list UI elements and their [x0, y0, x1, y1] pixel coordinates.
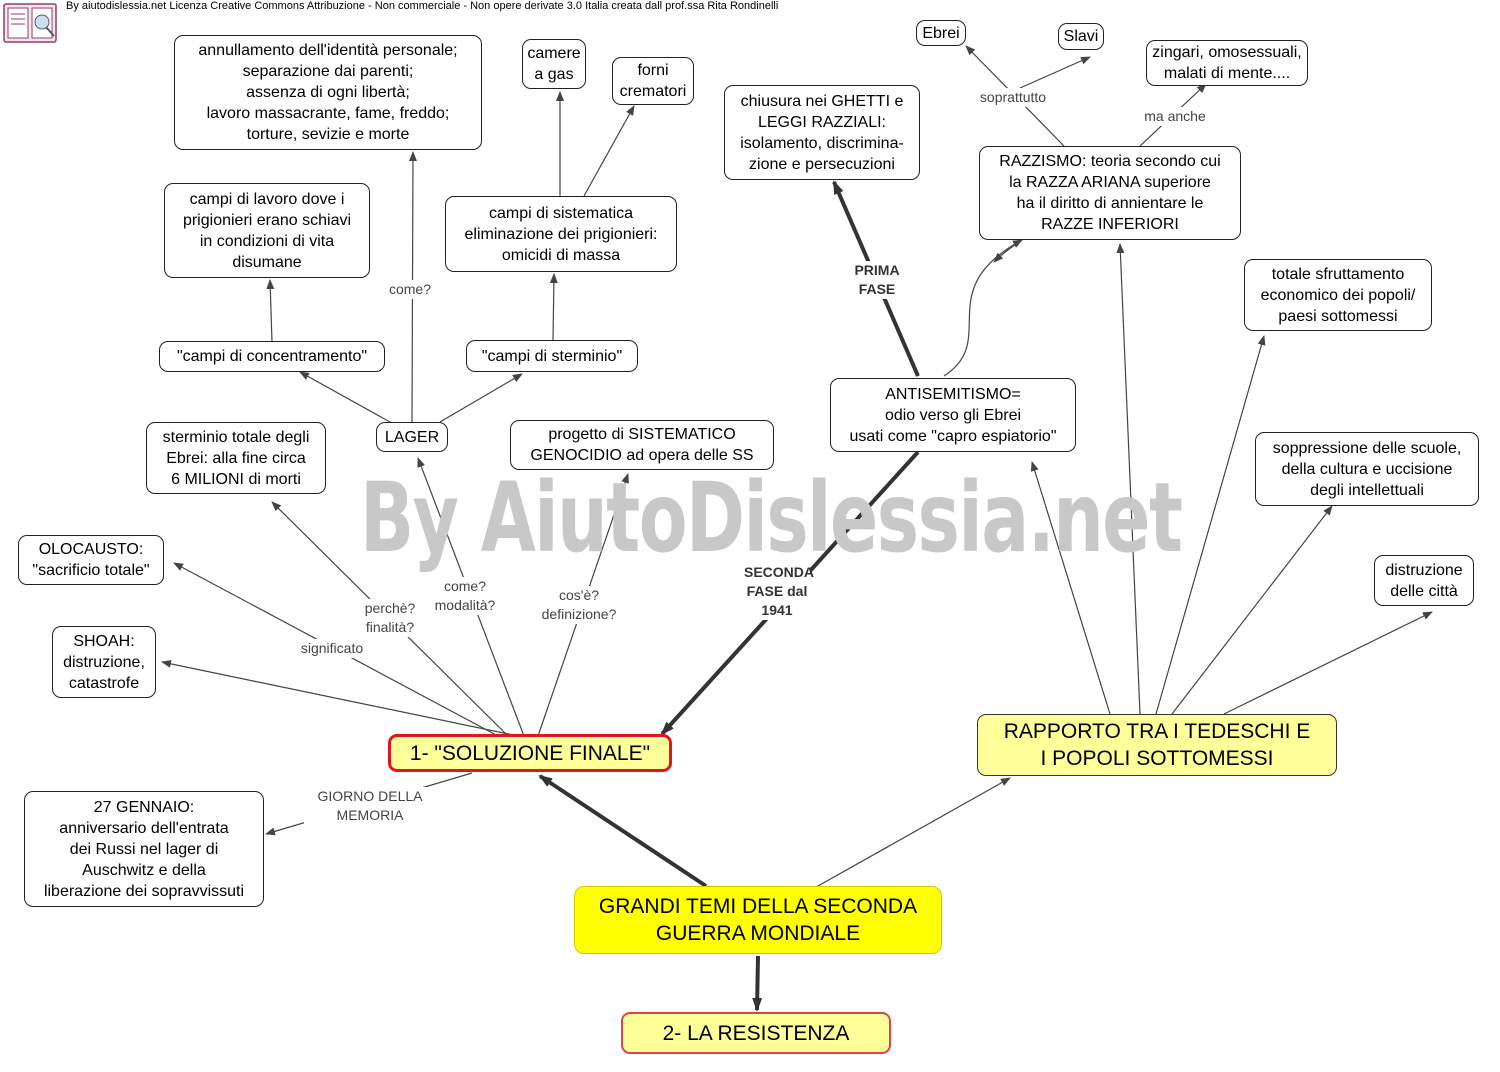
node-grandi-temi: GRANDI TEMI DELLA SECONDA GUERRA MONDIAL… [574, 886, 942, 954]
node-soluzione-finale: 1- "SOLUZIONE FINALE" [388, 734, 672, 772]
watermark: By AiutoDislessia.net [360, 462, 1183, 574]
node-rapporto: RAPPORTO TRA I TEDESCHI E I POPOLI SOTTO… [977, 714, 1337, 776]
node-soppressione: soppressione delle scuole, della cultura… [1255, 432, 1479, 506]
license-header: By aiutodislessia.net Licenza Creative C… [66, 0, 779, 12]
label-come-modalita: come? modalità? [426, 577, 504, 615]
node-antisemitismo: ANTISEMITISMO= odio verso gli Ebrei usat… [830, 378, 1076, 452]
node-camere-gas: camere a gas [522, 39, 586, 89]
label-prima-fase: PRIMA FASE [846, 261, 908, 299]
label-come: come? [382, 280, 438, 299]
label-significato: significato [292, 639, 372, 658]
node-shoah: SHOAH: distruzione, catastrofe [52, 626, 156, 698]
node-ghetti: chiusura nei GHETTI e LEGGI RAZZIALI: is… [724, 85, 920, 180]
node-ebrei: Ebrei [916, 20, 966, 46]
node-forni-crematori: forni crematori [612, 57, 694, 105]
node-slavi: Slavi [1058, 23, 1104, 50]
node-campi-concentramento: "campi di concentramento" [159, 341, 385, 372]
node-zingari: zingari, omosessuali, malati di mente...… [1146, 40, 1308, 86]
label-cose: cos'è? definizione? [533, 586, 625, 624]
node-progetto-genocidio: progetto di SISTEMATICO GENOCIDIO ad ope… [510, 420, 774, 470]
label-perche: perchè? finalità? [354, 599, 426, 637]
label-ma-anche: ma anche [1136, 107, 1214, 126]
label-soprattutto: soprattutto [970, 88, 1056, 107]
aiutodislessia-logo [3, 3, 57, 43]
node-distruzione-citta: distruzione delle città [1374, 555, 1474, 606]
node-27-gennaio: 27 GENNAIO: anniversario dell'entrata de… [24, 791, 264, 907]
node-razzismo: RAZZISMO: teoria secondo cui la RAZZA AR… [979, 146, 1241, 240]
label-giorno-memoria: GIORNO DELLA MEMORIA [304, 787, 436, 825]
node-annullamento: annullamento dell'identità personale; se… [174, 35, 482, 150]
node-lager: LAGER [376, 422, 448, 452]
node-campi-lavoro: campi di lavoro dove i prigionieri erano… [164, 183, 370, 278]
node-sfruttamento: totale sfruttamento economico dei popoli… [1244, 259, 1432, 331]
node-campi-sterminio: "campi di sterminio" [466, 340, 638, 372]
node-resistenza: 2- LA RESISTENZA [621, 1012, 891, 1054]
label-seconda-fase: SECONDA FASE dal 1941 [744, 563, 815, 620]
node-campi-eliminazione: campi di sistematica eliminazione dei pr… [445, 196, 677, 272]
node-olocausto: OLOCAUSTO: "sacrificio totale" [18, 535, 164, 585]
node-sterminio-totale: sterminio totale degli Ebrei: alla fine … [146, 422, 326, 494]
